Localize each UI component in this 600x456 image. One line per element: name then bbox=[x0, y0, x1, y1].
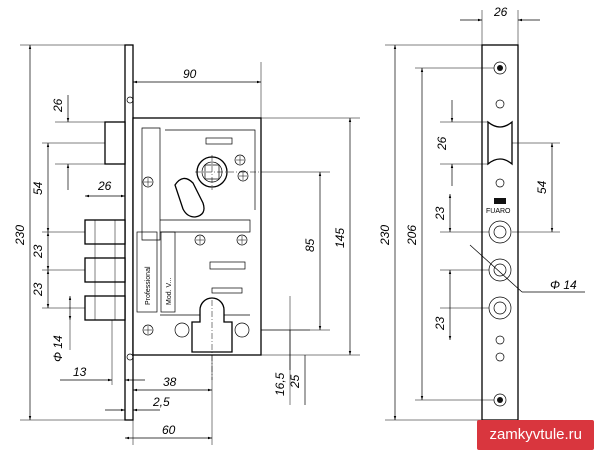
dim-23-a: 23 bbox=[31, 244, 45, 259]
dim-230-left: 230 bbox=[13, 225, 27, 246]
dim-26-right: 26 bbox=[435, 136, 449, 151]
brand-vertical-label: Professional bbox=[145, 266, 152, 305]
dim-90: 90 bbox=[183, 67, 197, 81]
dim-23-c: 23 bbox=[433, 206, 447, 221]
dim-23-b: 23 bbox=[31, 282, 45, 297]
dim-206: 206 bbox=[405, 225, 419, 246]
dim-26-mid: 26 bbox=[97, 179, 112, 193]
strip-body bbox=[481, 44, 519, 421]
dim-16-5: 16,5 bbox=[273, 372, 287, 396]
dim-23-d: 23 bbox=[433, 316, 447, 331]
lever-slot bbox=[174, 177, 205, 218]
dim-2-5: 2,5 bbox=[152, 395, 170, 409]
dim-25b: 25 bbox=[288, 374, 302, 389]
strip-latch-window bbox=[487, 120, 513, 166]
dim-230-right: 230 bbox=[378, 225, 392, 246]
latch-bolt bbox=[104, 121, 126, 165]
faceplate bbox=[124, 44, 134, 421]
lock-side-view: Professional Mod. V... bbox=[13, 44, 360, 445]
deadbolt-3 bbox=[84, 295, 126, 321]
model-vertical-label: Mod. V... bbox=[166, 278, 173, 305]
screws bbox=[126, 96, 249, 361]
dim-13: 13 bbox=[73, 365, 87, 379]
dim-54-right: 54 bbox=[535, 180, 549, 194]
dim-26-strip: 26 bbox=[493, 5, 508, 19]
dim-60: 60 bbox=[162, 423, 176, 437]
dim-14-left: Φ 14 bbox=[51, 335, 65, 362]
dim-14-right: Φ 14 bbox=[550, 278, 577, 292]
dim-26-top: 26 bbox=[51, 98, 65, 113]
deadbolt-1 bbox=[84, 219, 126, 245]
site-watermark: zamkyvtule.ru bbox=[477, 420, 594, 450]
faceplate-front-view: FUARO 26 230 206 26 54 bbox=[378, 5, 585, 421]
strip-brand-label: FUARO bbox=[486, 208, 511, 215]
lock-case bbox=[132, 117, 262, 356]
dim-145: 145 bbox=[333, 228, 347, 248]
deadbolt-2 bbox=[84, 257, 126, 283]
dim-85: 85 bbox=[303, 238, 317, 252]
dim-38: 38 bbox=[163, 375, 177, 389]
dim-54-left: 54 bbox=[31, 181, 45, 195]
